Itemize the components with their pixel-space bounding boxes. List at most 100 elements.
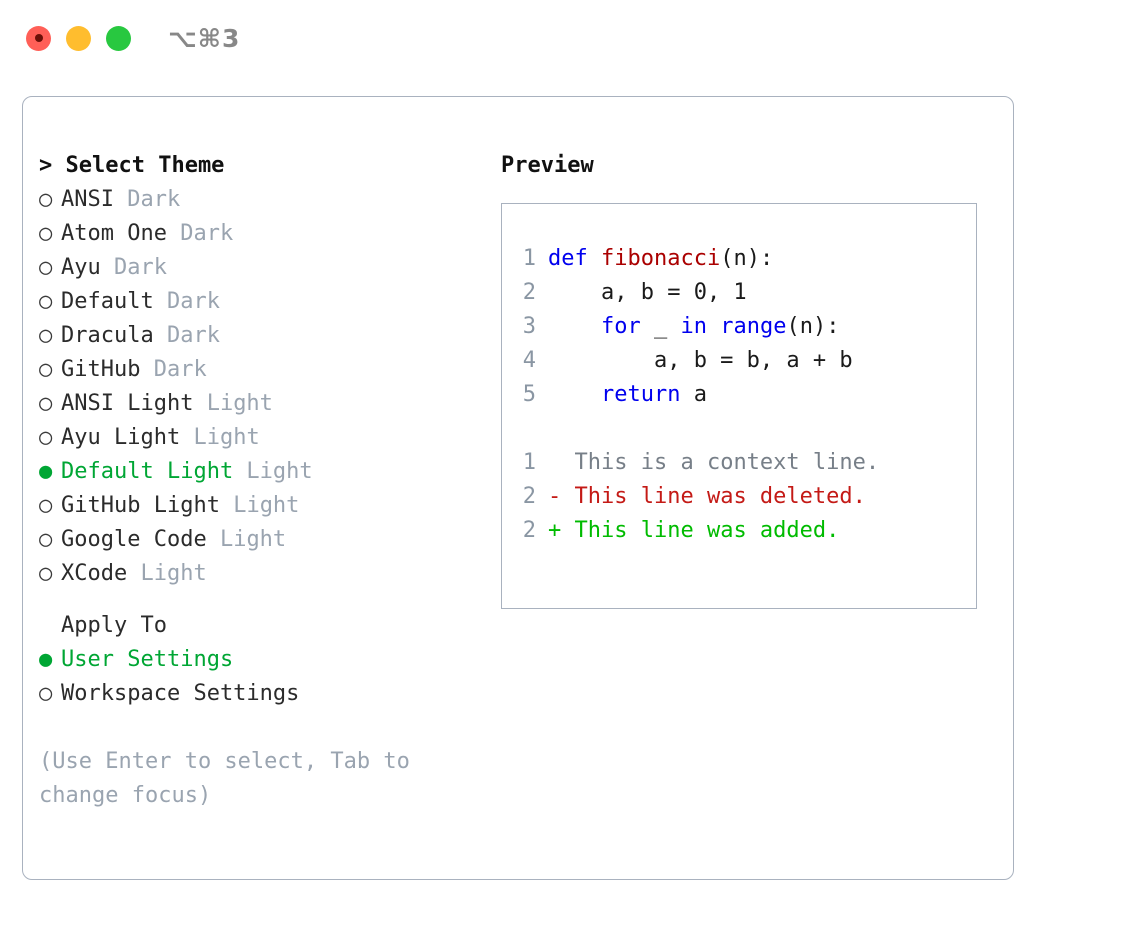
line-number: 2	[522, 484, 536, 509]
radio-selected-icon[interactable]: ●	[39, 647, 53, 672]
theme-list-item[interactable]: ○ GitHub Light Light	[39, 489, 479, 523]
close-window-button[interactable]	[26, 25, 51, 51]
code-line: 2 a, b = 0, 1	[512, 276, 970, 310]
code-token: for	[600, 314, 641, 339]
theme-variant-tag: Light	[219, 493, 300, 518]
code-line: 5 return a	[512, 378, 970, 412]
diff-line: 1 This is a context line.	[512, 446, 970, 480]
theme-list-column: > Select Theme ○ANSI Dark○Atom One Dark○…	[39, 149, 479, 591]
radio-unselected-icon[interactable]: ○	[39, 187, 53, 212]
code-line: 3 for _ in range(n):	[512, 310, 970, 344]
theme-list[interactable]: ○ ANSI Dark ○ Atom One Dark ○ Ayu Dark ○ Defaul…	[39, 183, 479, 591]
maximize-window-button[interactable]	[106, 25, 131, 51]
radio-unselected-icon[interactable]: ○	[39, 289, 53, 314]
line-number: 1	[522, 450, 536, 475]
apply-to-option[interactable]: ○Workspace Settings	[39, 677, 479, 711]
theme-list-item[interactable]: ○Atom One Dark	[39, 217, 479, 251]
diff-text: This line was added.	[574, 518, 840, 543]
diff-marker: +	[548, 518, 575, 543]
theme-name-label: Default	[61, 289, 154, 314]
line-number: 1	[522, 246, 536, 271]
select-theme-header: > Select Theme	[39, 153, 225, 178]
theme-variant-tag: Light	[180, 425, 260, 450]
theme-list-item[interactable]: ○ Dracula Dark	[39, 319, 479, 353]
radio-unselected-icon[interactable]: ○	[39, 255, 53, 280]
theme-list-item[interactable]: ○Google Code Light	[39, 523, 479, 557]
theme-list-item[interactable]: ○ Default Dark	[39, 285, 479, 319]
code-token: fibonacci	[600, 246, 721, 271]
apply-to-radio-group[interactable]: ● User Settings ○Workspace Settings	[39, 643, 479, 711]
code-token: def	[548, 246, 601, 271]
radio-selected-icon[interactable]: ●	[39, 459, 53, 484]
code-line: 1 def fibonacci(n):	[512, 242, 970, 276]
theme-name-label: ANSI	[61, 187, 114, 212]
hint-line-2: change focus)	[39, 783, 212, 808]
theme-name-label: Dracula	[61, 323, 154, 348]
line-number: 5	[522, 382, 536, 407]
radio-unselected-icon[interactable]: ○	[39, 391, 53, 416]
theme-name-label: GitHub Light	[61, 493, 220, 518]
theme-list-item[interactable]: ○ Ayu Dark	[39, 251, 479, 285]
theme-list-item[interactable]: ○ ANSI Dark	[39, 183, 479, 217]
code-token: _	[640, 314, 681, 339]
code-diff-separator	[512, 412, 970, 446]
theme-name-label: ANSI Light	[61, 391, 194, 416]
radio-unselected-icon[interactable]: ○	[39, 357, 53, 382]
diff-line: 2- This line was deleted.	[512, 480, 970, 514]
theme-variant-tag: Light	[193, 391, 273, 416]
code-token	[707, 314, 720, 339]
apply-to-option[interactable]: ● User Settings	[39, 643, 479, 677]
radio-unselected-icon[interactable]: ○	[39, 681, 53, 706]
theme-name-label: Google Code	[61, 527, 207, 552]
radio-unselected-icon[interactable]: ○	[39, 425, 53, 450]
theme-list-item[interactable]: ○ Ayu Light Light	[39, 421, 479, 455]
radio-unselected-icon[interactable]: ○	[39, 561, 53, 586]
theme-name-label: Default Light	[61, 459, 234, 484]
radio-unselected-icon[interactable]: ○	[39, 527, 53, 552]
theme-list-item[interactable]: ○ XCode Light	[39, 557, 479, 591]
diff-marker	[548, 450, 575, 475]
theme-variant-tag: Dark	[100, 255, 167, 280]
apply-to-column: Apply To ●User Settings○Workspace Settin…	[39, 609, 479, 711]
line-number: 2	[522, 280, 536, 305]
line-number: 3	[522, 314, 536, 339]
hint-line-1: (Use Enter to select, Tab to	[39, 749, 410, 774]
code-token	[548, 382, 601, 407]
theme-list-item[interactable]: ● Default Light Light	[39, 455, 479, 489]
preview-title: Preview	[501, 153, 594, 178]
theme-variant-tag: Light	[127, 561, 207, 586]
theme-list-item[interactable]: ○GitHub Dark	[39, 353, 479, 387]
code-token: a	[680, 382, 707, 407]
theme-name-label: GitHub	[61, 357, 141, 382]
code-token: in	[680, 314, 707, 339]
radio-unselected-icon[interactable]: ○	[39, 221, 53, 246]
line-number: 4	[522, 348, 536, 373]
diff-line: 2+ This line was added.	[512, 514, 970, 548]
theme-variant-tag: Light	[233, 459, 313, 484]
theme-name-label: Ayu	[61, 255, 101, 280]
theme-variant-tag: Dark	[153, 289, 220, 314]
code-token: a, b = 0, 1	[548, 280, 747, 305]
minimize-window-button[interactable]	[66, 25, 91, 51]
code-line: 4 a, b = b, a + b	[512, 344, 970, 378]
diff-marker: -	[548, 484, 575, 509]
theme-variant-tag: Dark	[153, 323, 220, 348]
apply-to-label: User Settings	[61, 647, 234, 672]
theme-list-item[interactable]: ○ ANSI Light Light	[39, 387, 479, 421]
theme-name-label: XCode	[61, 561, 128, 586]
radio-unselected-icon[interactable]: ○	[39, 323, 53, 348]
window-title-bar: ⌥⌘3	[0, 0, 1140, 76]
diff-text: This line was deleted.	[574, 484, 866, 509]
theme-name-label: Atom One	[61, 221, 167, 246]
theme-variant-tag: Dark	[113, 187, 181, 212]
radio-unselected-icon[interactable]: ○	[39, 493, 53, 518]
theme-name-label: Ayu Light	[61, 425, 181, 450]
code-token: range	[720, 314, 787, 339]
keyboard-shortcut-label: ⌥⌘3	[168, 23, 241, 53]
code-token	[548, 314, 601, 339]
code-token: a, b = b, a + b	[548, 348, 853, 373]
code-token: (n):	[720, 246, 774, 271]
